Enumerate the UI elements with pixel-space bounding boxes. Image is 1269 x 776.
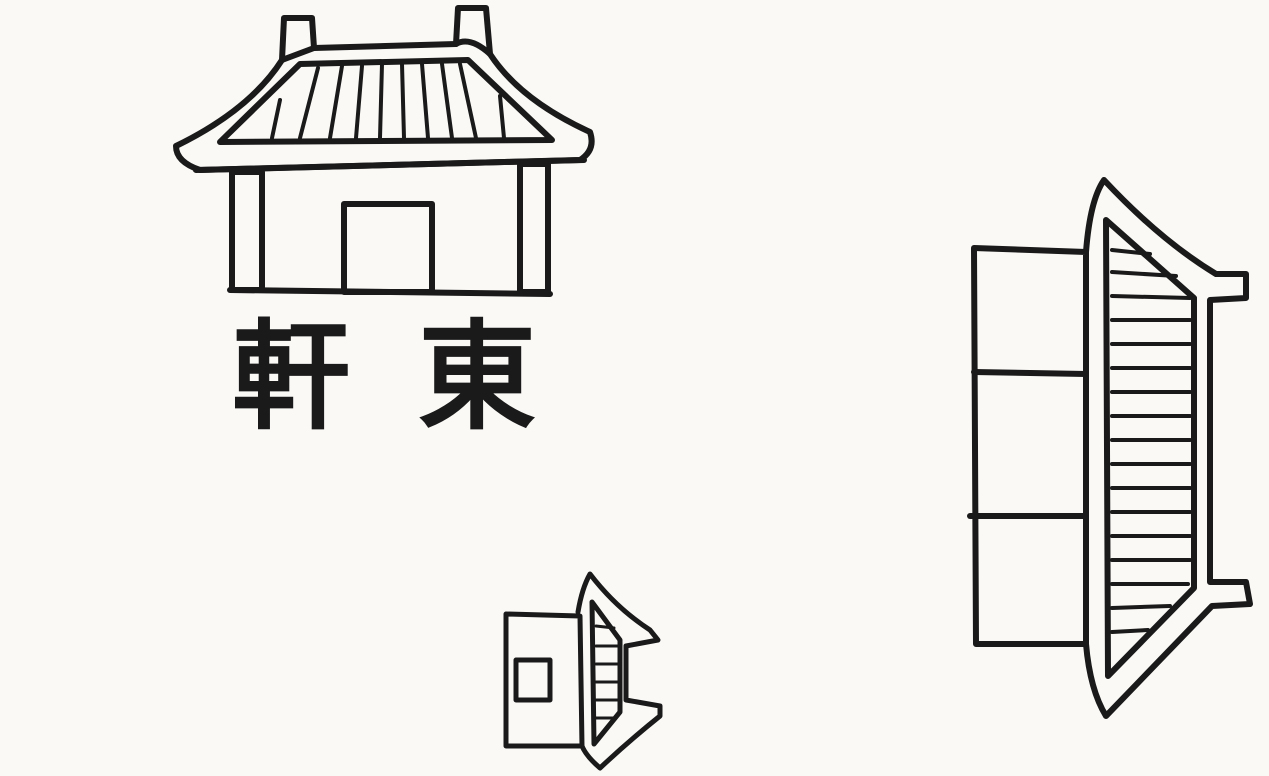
side-roof-outer bbox=[1083, 177, 1253, 719]
small-building-drawing bbox=[503, 571, 663, 771]
wall-divider-1 bbox=[971, 369, 1089, 377]
roof-tiles bbox=[270, 62, 506, 140]
left-pillar bbox=[229, 169, 265, 293]
door bbox=[341, 201, 435, 295]
side-wall bbox=[971, 245, 1089, 647]
side-roof-inner bbox=[1103, 217, 1197, 679]
side-roof-tiles bbox=[1110, 248, 1192, 634]
roof-outer bbox=[173, 38, 595, 173]
right-pillar bbox=[517, 161, 551, 295]
left-ridge-ornament bbox=[279, 15, 317, 63]
roof-inner bbox=[217, 57, 555, 145]
right-ridge-ornament bbox=[453, 5, 493, 57]
caption-char-left: 軒 bbox=[232, 307, 351, 446]
caption-char-right: 東 bbox=[418, 307, 537, 446]
front-building-drawing bbox=[173, 5, 595, 297]
small-roof-tiles bbox=[594, 624, 620, 720]
small-roof-inner bbox=[589, 599, 623, 747]
side-building-drawing bbox=[967, 177, 1253, 719]
small-roof-outer bbox=[575, 571, 663, 771]
small-window bbox=[513, 657, 553, 703]
